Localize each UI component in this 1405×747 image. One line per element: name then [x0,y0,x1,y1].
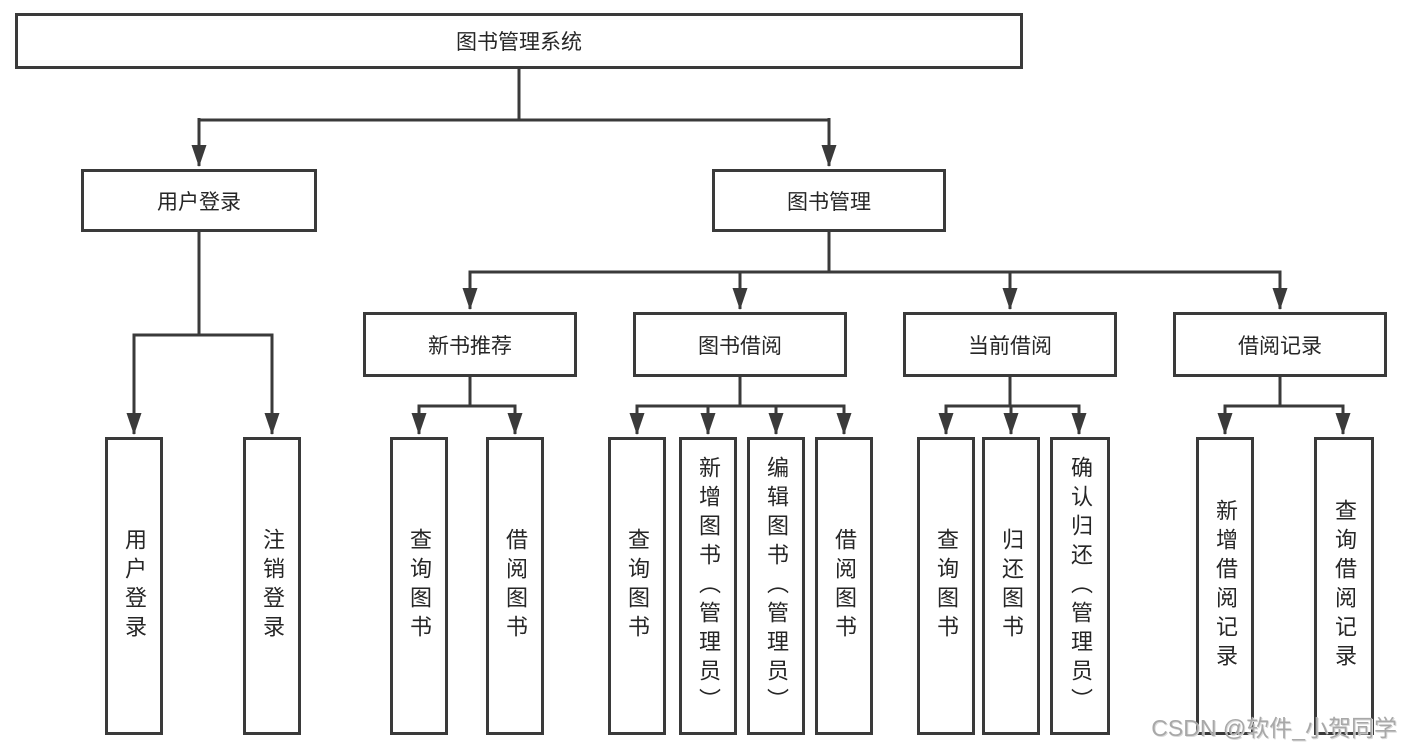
leaf-edit-books-admin: 编辑图书（管理员） [747,437,805,735]
leaf-return-books: 归还图书 [982,437,1040,735]
leaf-label: 借阅图书 [832,528,857,644]
leaf-borrow-books-recommend: 借阅图书 [486,437,544,735]
leaf-borrow-books-borrowing: 借阅图书 [815,437,873,735]
leaf-label: 新增图书（管理员） [696,455,721,717]
node-label: 用户登录 [157,190,241,214]
leaf-user-login: 用户登录 [105,437,163,735]
leaf-label: 查询图书 [407,528,432,644]
leaf-add-books-admin: 新增图书（管理员） [679,437,737,735]
node-label: 借阅记录 [1238,334,1322,358]
leaf-query-books-recommend: 查询图书 [390,437,448,735]
leaf-label: 新增借阅记录 [1213,499,1238,673]
leaf-label: 归还图书 [999,528,1024,644]
leaf-query-borrow-record: 查询借阅记录 [1314,437,1374,735]
leaf-add-borrow-record: 新增借阅记录 [1196,437,1254,735]
leaf-label: 借阅图书 [503,528,528,644]
leaf-logout: 注销登录 [243,437,301,735]
connector-book-mgmt-to-level3 [462,232,1288,310]
leaf-label: 注销登录 [260,528,285,644]
leaf-query-books-borrowing: 查询图书 [608,437,666,735]
node-label: 当前借阅 [968,334,1052,358]
node-label: 图书管理 [787,190,871,214]
leaf-label: 查询借阅记录 [1332,499,1357,673]
leaf-query-books-current: 查询图书 [917,437,975,735]
leaf-label: 查询图书 [625,528,650,644]
node-new-book-recommend: 新书推荐 [363,312,577,377]
leaf-label: 编辑图书（管理员） [764,455,789,717]
connector-user-login-children [126,232,280,435]
node-label: 图书管理系统 [456,31,582,54]
leaf-label: 用户登录 [122,528,147,644]
node-book-management: 图书管理 [712,169,946,232]
connector-new-book-children [411,377,523,435]
connector-borrow-records-children [1217,377,1351,435]
csdn-watermark: CSDN @软件_小贺同学 [1151,715,1397,741]
connector-root-to-level2 [191,69,837,167]
leaf-confirm-return-admin: 确认归还（管理员） [1050,437,1110,735]
leaf-label: 查询图书 [934,528,959,644]
leaf-label: 确认归还（管理员） [1068,455,1093,717]
node-current-borrowing: 当前借阅 [903,312,1117,377]
connector-book-borrow-children [629,377,852,435]
node-label: 图书借阅 [698,334,782,358]
connector-current-borrow-children [938,377,1087,435]
node-label: 新书推荐 [428,334,512,358]
node-book-borrowing: 图书借阅 [633,312,847,377]
node-library-system: 图书管理系统 [15,13,1023,69]
node-borrowing-records: 借阅记录 [1173,312,1387,377]
node-user-login: 用户登录 [81,169,317,232]
